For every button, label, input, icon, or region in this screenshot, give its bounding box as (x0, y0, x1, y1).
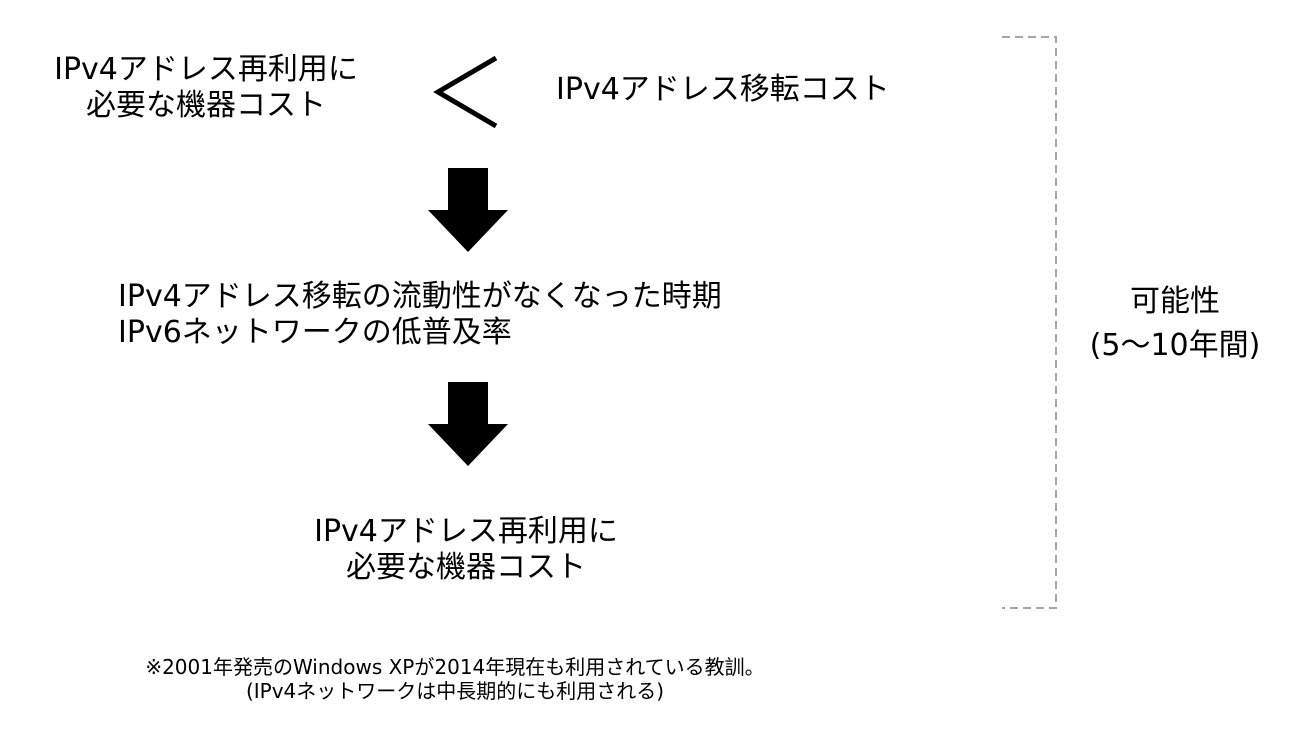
side-label-line-1: 可能性 (1130, 284, 1220, 319)
less-than-icon (433, 55, 498, 129)
middle-condition-label: IPv4アドレス移転の流動性がなくなった時期 IPv6ネットワークの低普及率 (118, 279, 722, 351)
top-left-cost-label: IPv4アドレス再利用に 必要な機器コスト (20, 52, 392, 124)
possibility-label: 可能性 (5～10年間) (1060, 280, 1290, 367)
down-arrow-icon (428, 382, 508, 466)
side-label-line-2: (5～10年間) (1089, 327, 1261, 363)
top-left-line-2: 必要な機器コスト (86, 88, 326, 123)
bottom-cost-label: IPv4アドレス再利用に 必要な機器コスト (280, 514, 652, 586)
footnote-line-1: ※2001年発売のWindows XPが2014年現在も利用されている教訓。 (145, 655, 765, 679)
bottom-line-2: 必要な機器コスト (346, 550, 586, 585)
footnote-line-2: (IPv4ネットワークは中長期的にも利用される) (245, 679, 665, 703)
footnote: ※2001年発売のWindows XPが2014年現在も利用されている教訓。 (… (0, 655, 910, 703)
right-bracket (1002, 36, 1057, 609)
bottom-line-1: IPv4アドレス再利用に (314, 514, 618, 549)
middle-line-1: IPv4アドレス移転の流動性がなくなった時期 (118, 279, 722, 314)
down-arrow-icon (428, 168, 508, 252)
middle-line-2: IPv6ネットワークの低普及率 (118, 315, 512, 350)
transfer-cost-label: IPv4アドレス移転コスト (556, 72, 890, 107)
top-left-line-1: IPv4アドレス再利用に (54, 52, 358, 87)
